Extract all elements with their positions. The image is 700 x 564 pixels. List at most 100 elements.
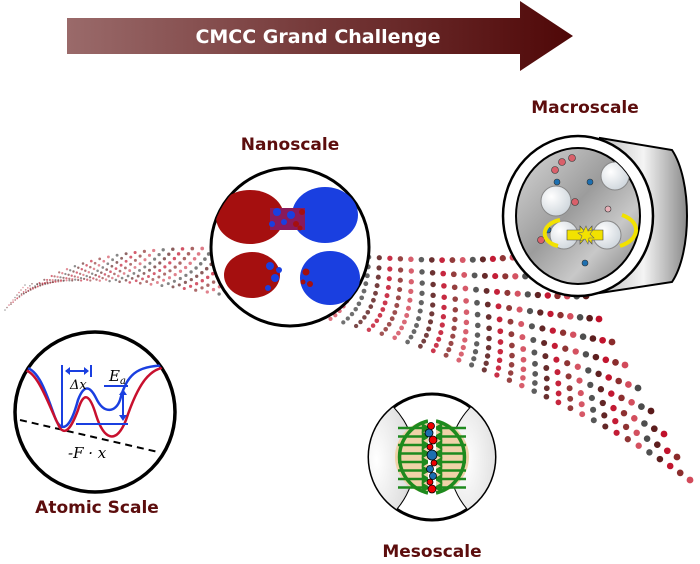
wave-dot bbox=[166, 282, 170, 286]
wave-dot bbox=[194, 282, 199, 286]
wave-dot bbox=[68, 277, 71, 280]
wave-dot bbox=[152, 248, 156, 253]
wave-dot bbox=[31, 286, 34, 289]
wave-dot bbox=[85, 274, 88, 278]
wave-dot bbox=[124, 259, 128, 263]
wave-dot bbox=[463, 329, 469, 335]
wave-dot bbox=[569, 331, 577, 338]
wave-dot bbox=[590, 406, 597, 413]
wave-dot bbox=[22, 286, 24, 289]
wave-dot bbox=[541, 339, 548, 347]
wave-dot bbox=[408, 334, 414, 340]
blue-nanoparticle-top bbox=[292, 187, 358, 243]
wave-dot bbox=[474, 311, 481, 318]
arrowhead bbox=[421, 482, 431, 493]
wave-dot bbox=[43, 282, 46, 285]
wave-dot bbox=[157, 275, 161, 279]
wave-dot bbox=[143, 258, 147, 262]
wave-dot bbox=[189, 270, 193, 274]
wave-dot bbox=[167, 252, 171, 256]
wave-dot bbox=[142, 271, 146, 275]
wave-dot bbox=[366, 327, 372, 333]
wave-dot bbox=[553, 356, 560, 363]
wave-dot bbox=[65, 279, 68, 282]
wave-dot bbox=[638, 403, 645, 410]
wave-dot bbox=[160, 284, 164, 288]
wave-dot bbox=[113, 272, 116, 276]
wave-dot bbox=[73, 275, 76, 278]
wave-dot bbox=[483, 287, 490, 294]
wave-dot bbox=[414, 323, 419, 328]
wave-dot bbox=[211, 287, 216, 292]
wave-dot bbox=[579, 333, 587, 340]
wave-dot bbox=[184, 273, 188, 278]
wave-dot bbox=[211, 271, 215, 276]
wave-dot bbox=[109, 270, 112, 274]
wave-dot bbox=[567, 395, 574, 402]
wave-dot bbox=[371, 297, 376, 303]
wave-dot bbox=[194, 266, 198, 270]
wave-dot bbox=[95, 278, 98, 281]
wave-dot bbox=[77, 266, 80, 269]
wave-dot bbox=[486, 325, 492, 332]
wave-dot bbox=[120, 256, 124, 260]
wave-dot bbox=[602, 356, 610, 364]
wave-dot bbox=[497, 328, 504, 335]
wave-dot bbox=[81, 262, 85, 265]
wave-dot bbox=[532, 371, 539, 377]
wave-dot bbox=[446, 347, 452, 353]
wave-dot bbox=[58, 271, 61, 274]
ball-mill-interior bbox=[537, 154, 638, 267]
wave-dot bbox=[34, 285, 36, 287]
wave-dot bbox=[328, 316, 333, 321]
wave-dot bbox=[183, 265, 188, 270]
wave-dot bbox=[643, 435, 651, 442]
wave-dot bbox=[472, 349, 479, 355]
wave-dot bbox=[382, 300, 388, 306]
wave-dot bbox=[93, 261, 97, 265]
wave-dot bbox=[365, 310, 371, 315]
wave-dot bbox=[128, 269, 132, 273]
wave-dot bbox=[104, 278, 108, 281]
wave-dot bbox=[171, 285, 175, 289]
wave-dot bbox=[29, 288, 32, 290]
wave-dot bbox=[587, 381, 594, 389]
wave-dot bbox=[18, 291, 20, 294]
wave-dot bbox=[543, 385, 550, 392]
arrowhead bbox=[433, 431, 443, 442]
wave-dot bbox=[171, 247, 175, 251]
wave-dot bbox=[597, 386, 605, 393]
wave-dot bbox=[462, 285, 469, 292]
wave-dot bbox=[495, 365, 502, 371]
wave-dot bbox=[200, 286, 204, 290]
wave-dot bbox=[211, 280, 216, 284]
wave-dot bbox=[183, 280, 187, 284]
wave-dot bbox=[443, 352, 449, 358]
wave-dot bbox=[582, 351, 590, 358]
wave-dot bbox=[36, 285, 39, 288]
wave-dot bbox=[200, 279, 204, 283]
wave-dot bbox=[20, 289, 22, 291]
wave-dot bbox=[628, 398, 635, 406]
wave-dot bbox=[543, 365, 550, 371]
wave-dot bbox=[438, 330, 444, 336]
wave-dot bbox=[397, 286, 403, 293]
wave-dot bbox=[474, 299, 480, 306]
wave-dot bbox=[428, 257, 435, 263]
wave-dot bbox=[631, 415, 638, 422]
wave-dot bbox=[359, 295, 365, 301]
wave-dot bbox=[114, 278, 118, 282]
wave-dot bbox=[70, 274, 73, 277]
mesoscale-label: Mesoscale bbox=[382, 542, 481, 562]
wave-dot bbox=[98, 279, 102, 282]
wave-dot bbox=[153, 257, 157, 261]
wave-dot bbox=[341, 320, 346, 325]
wave-dot bbox=[676, 469, 684, 477]
wave-dot bbox=[62, 276, 65, 279]
wave-dot bbox=[149, 282, 153, 286]
wave-dot bbox=[182, 286, 186, 291]
wave-dot bbox=[124, 252, 128, 256]
wave-dot bbox=[133, 265, 137, 269]
wave-dot bbox=[206, 252, 211, 256]
